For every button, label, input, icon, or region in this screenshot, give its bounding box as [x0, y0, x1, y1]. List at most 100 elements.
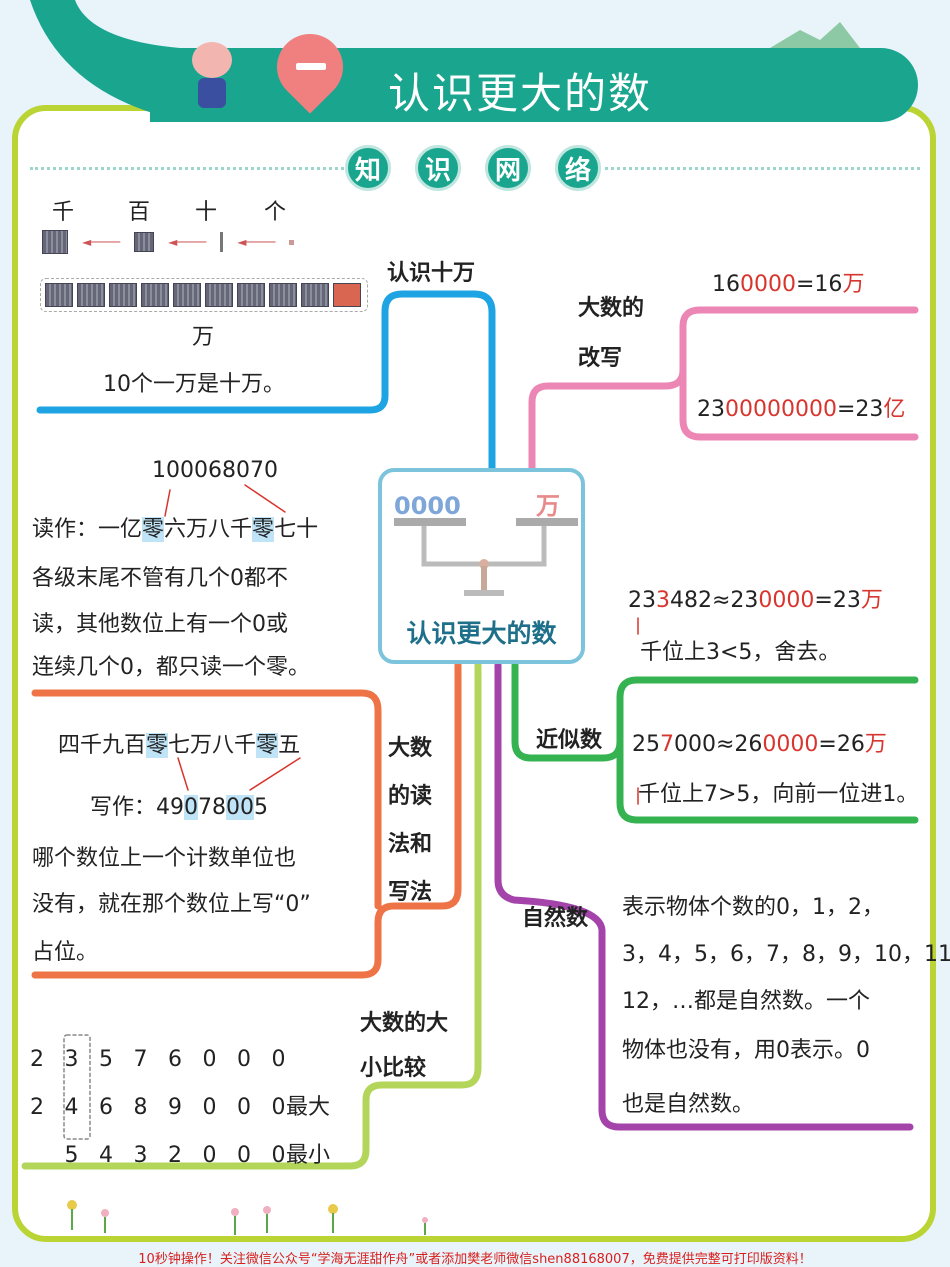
ten-rod-icon: [220, 232, 224, 252]
place-label-hundred: 百: [128, 200, 151, 225]
hundred-flat-icon: [134, 232, 155, 252]
branch-label-rewrite-1: 大数的: [578, 296, 645, 321]
branch-line-compare: [21, 661, 482, 1170]
compare-digit: 0: [237, 1046, 251, 1072]
balance-right-wan: 万: [536, 492, 560, 520]
brace-label-wan: 万: [192, 325, 215, 350]
highlighted-text: 亿: [883, 397, 906, 422]
balance-scale-icon: 0000 万: [394, 492, 578, 596]
write-as: 写作：49078005: [90, 795, 268, 821]
compare-digit: 0: [202, 1142, 217, 1168]
highlighted-text: 0000: [740, 272, 796, 297]
center-title: 认识更大的数: [406, 619, 557, 648]
compare-digit: 0: [202, 1046, 217, 1072]
reading-rule-line: 连续几个0，都只读一个零。: [32, 655, 310, 680]
text-segment: 482≈23: [670, 588, 759, 613]
highlighted-text: 万: [864, 732, 887, 757]
number-in-words: 四千九百零七万八千零五: [58, 733, 300, 759]
text-segment: =16: [796, 272, 843, 297]
text-segment: 78: [198, 795, 226, 820]
read-as: 读作：一亿零六万八千零七十: [32, 517, 318, 543]
branch-label-ten-thousand: 认识十万: [387, 261, 476, 286]
text-segment: 六万八千: [164, 517, 253, 542]
section-char: 络: [555, 145, 601, 191]
text-segment: 七万八千: [168, 733, 257, 758]
branch-line-ten-thousand: [36, 290, 496, 474]
branch-label-read-write: 的读: [388, 784, 433, 809]
place-label-one: 个: [264, 200, 287, 225]
compare-digit: 7: [133, 1046, 148, 1072]
approx-example-2: 257000≈260000=26万: [632, 732, 887, 758]
compare-digit: 3: [133, 1142, 148, 1168]
header-swoosh: [30, 0, 860, 118]
footer-note: 10秒钟操作！关注微信公众号“学海无涯甜作舟”或者添加樊老师微信shen8816…: [138, 1252, 812, 1267]
highlighted-text: 00000000: [725, 397, 837, 422]
text-segment: 23: [697, 397, 725, 422]
compare-digit: 0: [271, 1142, 286, 1168]
bear-mascot-icon: [192, 42, 236, 112]
rewrite-example-1: 160000=16万: [712, 272, 864, 298]
branch-label-approx: 近似数: [536, 728, 603, 753]
balance-left-zeros: 0000: [394, 492, 461, 520]
text-segment: 写作：49: [90, 795, 184, 820]
branch-line-natural: [494, 661, 914, 1131]
compare-digit: 2: [30, 1094, 44, 1120]
highlighted-text: 00: [226, 795, 254, 820]
section-char: 网: [485, 145, 531, 191]
branch-line-rewrite: [528, 306, 919, 474]
branch-line-approx: [511, 661, 919, 824]
compare-note: 最大: [286, 1094, 331, 1120]
approx-note-2: 千位上7>5，向前一位进1。: [638, 782, 919, 807]
text-segment: 四千九百: [58, 733, 147, 758]
compare-digit: 0: [202, 1094, 217, 1120]
text-segment: 五: [278, 733, 301, 758]
flowers-decoration-icon: [67, 1200, 428, 1235]
compare-digit: 6: [168, 1046, 182, 1072]
writing-rule-line: 占位。: [32, 940, 99, 965]
text-segment: 23: [628, 588, 656, 613]
highlighted-text: 零: [142, 517, 165, 542]
thousand-cube-icon: [42, 230, 68, 254]
compare-digit: 2: [30, 1046, 44, 1072]
highlighted-text: 3: [656, 588, 670, 613]
approx-example-1: 233482≈230000=23万: [628, 588, 883, 614]
highlighted-text: 0000: [762, 732, 819, 757]
compare-digit: 6: [99, 1094, 113, 1120]
branch-label-read-write: 写法: [388, 880, 433, 905]
natural-line: 物体也没有，用0表示。0: [622, 1038, 870, 1063]
branch-label-compare-2: 小比较: [360, 1056, 427, 1081]
compare-digit: 0: [271, 1046, 286, 1072]
text-segment: 000≈26: [674, 732, 763, 757]
natural-line: 3，4，5，6，7，8，9，10，11，: [622, 942, 950, 967]
highlighted-text: 7: [660, 732, 674, 757]
compare-digit: 8: [133, 1094, 148, 1120]
compare-digit: 3: [64, 1046, 79, 1072]
rewrite-example-2: 2300000000=23亿: [697, 397, 905, 423]
natural-line: 12，…都是自然数。一个: [622, 989, 870, 1014]
branch-line-read-write: [31, 661, 462, 979]
text-segment: =26: [818, 732, 865, 757]
place-label-thousand: 千: [52, 200, 75, 225]
one-unit-icon: [289, 239, 295, 245]
highlighted-text: 0: [184, 795, 198, 820]
compare-digit: 9: [168, 1094, 182, 1120]
highlighted-text: 万: [860, 588, 883, 613]
ten-thousand-cubes: [40, 278, 368, 312]
text-segment: 16: [712, 272, 740, 297]
compare-digit: 4: [64, 1094, 79, 1120]
place-label-ten: 十: [195, 200, 218, 225]
writing-rule-line: 哪个数位上一个计数单位也: [32, 846, 297, 871]
highlighted-text: 万: [842, 272, 865, 297]
text-segment: 5: [254, 795, 268, 820]
reading-rule-line: 各级末尾不管有几个0都不: [32, 566, 288, 591]
ten-thousand-summary: 10个一万是十万。: [103, 372, 285, 397]
section-char: 知: [345, 145, 391, 191]
divider-right: [605, 167, 920, 170]
compare-digit: 0: [237, 1094, 251, 1120]
compare-digit: 0: [237, 1142, 251, 1168]
writing-rule-line: 没有，就在那个数位上写“0”: [32, 892, 311, 917]
